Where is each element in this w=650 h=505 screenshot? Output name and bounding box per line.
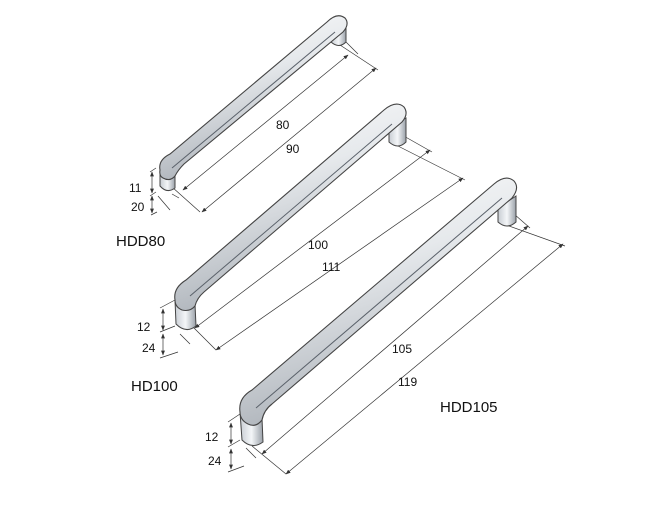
dim-inner-length-hdd80: 80 — [276, 118, 290, 132]
dim-depth-hdd105: 24 — [208, 454, 222, 468]
bar-edge-hdd105 — [255, 197, 503, 409]
bar-edge-hdd80 — [171, 31, 336, 169]
handle-leg-right-hdd105 — [497, 195, 517, 227]
dim-inner-length-hdd105: 105 — [392, 342, 412, 356]
handle-bar-hdd105 — [239, 177, 518, 426]
dim-outer-length-hdd80: 90 — [286, 142, 300, 156]
handle-hdd105: 105 119 12 24 HDD105 — [205, 177, 566, 475]
model-label-hdd80: HDD80 — [116, 233, 165, 250]
model-label-hd100: HD100 — [131, 378, 178, 395]
dim-height-hdd80: 11 — [129, 181, 142, 195]
dim-depth-hdd80: 20 — [131, 200, 145, 214]
dimension-lines-hdd80 — [149, 41, 379, 216]
dim-depth-hd100: 24 — [142, 341, 156, 355]
dim-height-hdd105: 12 — [205, 430, 219, 444]
handle-bar-hd100 — [174, 103, 407, 312]
dim-outer-length-hd100: 111 — [322, 260, 341, 274]
model-label-hdd105: HDD105 — [440, 399, 498, 416]
dim-height-hd100: 12 — [137, 320, 151, 334]
dim-inner-length-hd100: 100 — [308, 238, 328, 252]
handle-hdd80: 80 90 11 20 HDD80 — [116, 15, 379, 250]
handle-hd100: 100 111 12 24 HD100 — [131, 103, 466, 395]
dim-outer-length-hdd105: 119 — [398, 375, 417, 389]
bar-edge-hd100 — [189, 123, 393, 297]
